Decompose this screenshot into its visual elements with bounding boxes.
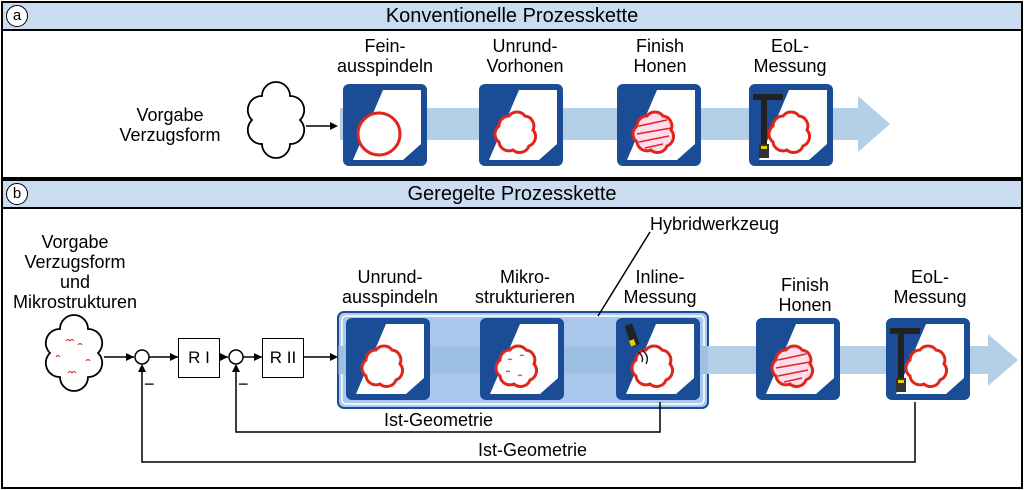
measurement-gauge-icon	[890, 324, 964, 394]
step-label-b-3: Inline- Messung	[623, 267, 697, 307]
step-label-b-4: Finish Honen	[778, 275, 832, 315]
summing-junction-2	[228, 349, 244, 365]
tile-finish-honen-a	[617, 84, 701, 166]
cloverleaf-bore-icon	[489, 90, 557, 160]
panel-b-badge: b	[6, 183, 28, 205]
panel-b-title: Geregelte Prozesskette	[407, 183, 617, 205]
distortion-shape-cloud-a	[246, 81, 306, 159]
hybrid-tool-label: Hybridwerkzeug	[650, 214, 780, 234]
tile-inline-messung	[616, 318, 700, 400]
inline-sensor-icon	[624, 323, 694, 394]
tile-mikrostrukturieren	[480, 318, 564, 400]
tile-unrund-vorhonen	[479, 84, 563, 166]
measurement-gauge-icon	[753, 90, 827, 160]
step-label-b-1: Unrund- ausspindeln	[341, 267, 439, 307]
tile-feinausspindeln	[343, 84, 427, 166]
feedback-label-inner: Ist-Geometrie	[384, 410, 494, 430]
step-label-a-1: Fein- ausspindeln	[336, 36, 434, 76]
panel-a-header: a Konventionelle Prozesskette	[3, 3, 1021, 31]
round-bore-icon	[353, 90, 421, 160]
controller-r1: R I	[178, 338, 220, 378]
controller-r2: R II	[262, 338, 304, 378]
minus-sign-1: −	[144, 374, 155, 394]
input-label-b: Vorgabe Verzugsform und Mikrostrukturen	[12, 232, 138, 312]
tile-finish-honen-b	[756, 318, 840, 400]
step-label-a-2: Unrund- Vorhonen	[486, 36, 564, 76]
tile-unrund-ausspindeln	[346, 318, 430, 400]
input-label-a: Vorgabe Verzugsform	[119, 105, 221, 145]
panel-b: b Geregelte Prozesskette	[1, 179, 1023, 489]
step-label-a-3: Finish Honen	[633, 36, 687, 76]
panel-b-header: b Geregelte Prozesskette	[3, 181, 1021, 209]
step-label-a-4: EoL- Messung	[753, 36, 827, 76]
tile-eol-messung-b	[886, 318, 970, 400]
minus-sign-2: −	[238, 374, 249, 394]
tile-eol-messung-a	[749, 84, 833, 166]
summing-junction-1	[134, 349, 150, 365]
feedback-label-outer: Ist-Geometrie	[478, 440, 588, 460]
honed-bore-icon	[627, 90, 695, 160]
cloverleaf-bore-icon	[356, 324, 424, 394]
step-label-b-2: Mikro- strukturieren	[474, 267, 576, 307]
panel-a-title: Konventionelle Prozesskette	[385, 5, 639, 27]
panel-a-badge: a	[6, 5, 28, 27]
cloverleaf-bore-icon	[490, 324, 558, 394]
step-label-b-5: EoL- Messung	[893, 267, 967, 307]
honed-bore-icon	[766, 324, 834, 394]
microstructure-shape-cloud-b	[44, 314, 104, 392]
